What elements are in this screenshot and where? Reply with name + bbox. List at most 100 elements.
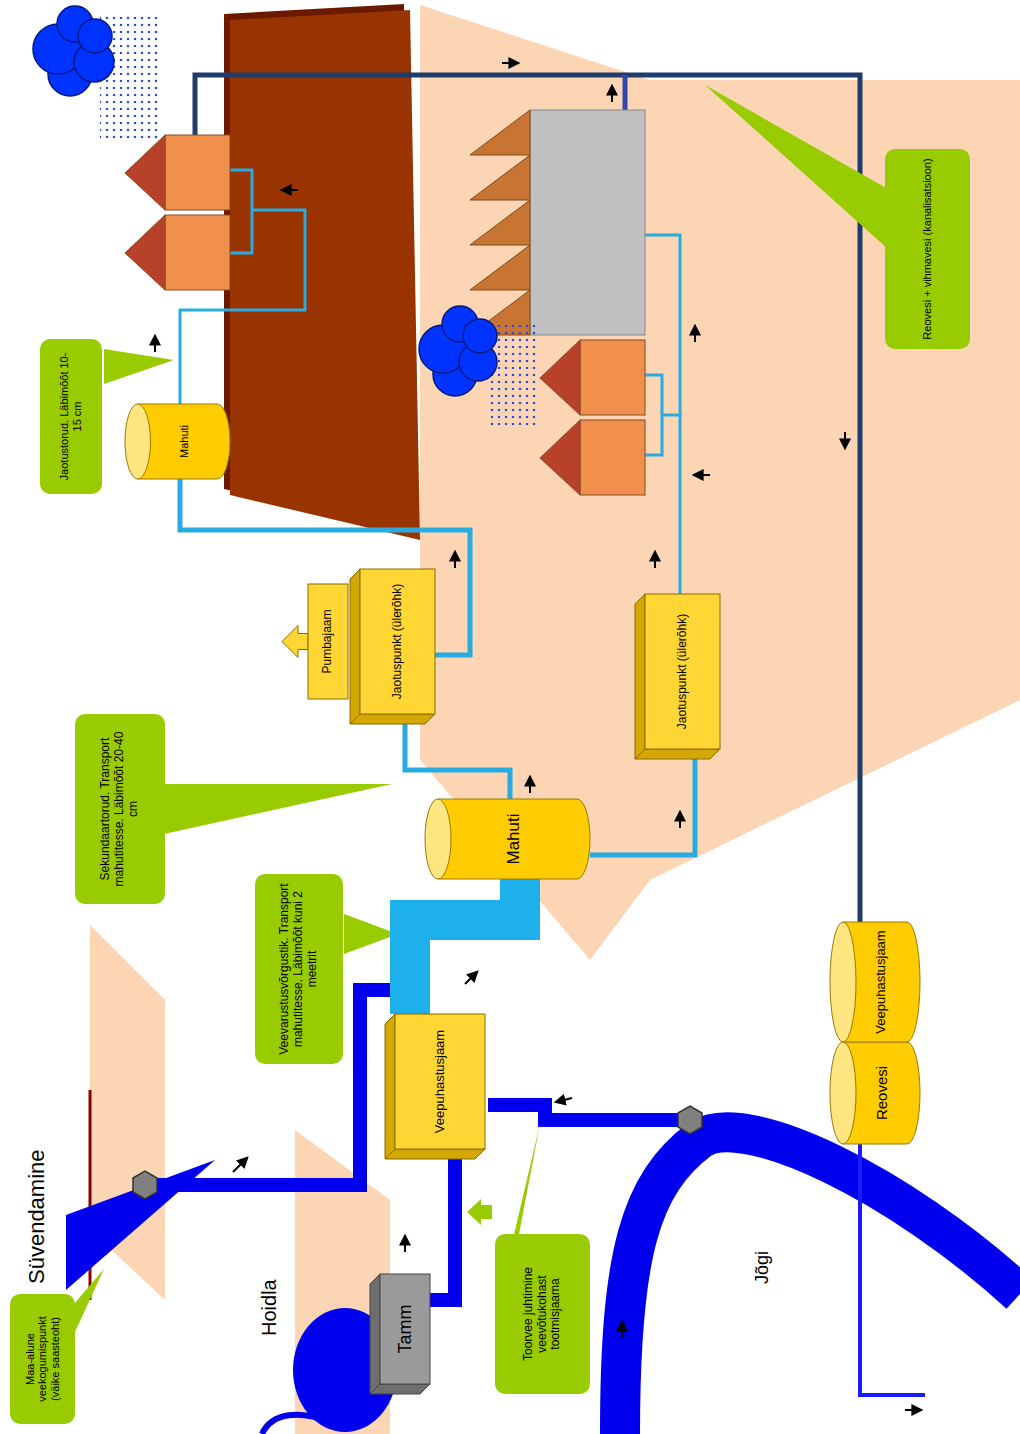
node-label: Jaotuspunkt (ülerõhk) xyxy=(676,614,690,729)
node-text: Veevarustusvõrgustik. Transport mahutite… xyxy=(278,882,319,1056)
place-label: Süvendamine xyxy=(24,1149,50,1284)
node-text: Mahuti xyxy=(178,425,191,458)
flow-arrows-part xyxy=(694,474,710,476)
node-text: Jaotustorud. Läbimõõt 10-15 cm xyxy=(58,347,83,486)
node-text: Sekundaartorud. Transport mahutitesse. L… xyxy=(99,722,140,896)
box-top-face xyxy=(370,1274,380,1394)
houses-part xyxy=(540,340,580,415)
water-pipe xyxy=(430,1149,455,1300)
node-label: Jaotuspunkt (ülerõhk) xyxy=(391,584,405,699)
box-side-face xyxy=(350,714,435,724)
tank-top xyxy=(830,922,856,1042)
box-top-face xyxy=(350,569,360,724)
node-text: Veepuhastusjaam xyxy=(433,1030,448,1133)
callout-box: Toorvee juhtimine veevõtukohast tootmisj… xyxy=(495,1234,590,1394)
box-front-face xyxy=(395,1014,485,1149)
station-box: Veepuhastusjaam xyxy=(395,1014,485,1149)
callout-box: Maa-alune veekogumispunkt (väike saasteo… xyxy=(10,1294,75,1424)
node-label: Mahuti xyxy=(504,813,524,864)
hill xyxy=(224,4,420,540)
valves-part xyxy=(133,1171,157,1199)
pump-arrow xyxy=(282,626,308,658)
flow-arrows-part xyxy=(844,432,846,448)
place-label: Jõgi xyxy=(752,1251,773,1284)
place-label: Hoidla xyxy=(258,1279,281,1336)
node-text: Mahuti xyxy=(504,813,524,864)
water-pipe xyxy=(405,714,510,799)
factory-part xyxy=(530,110,645,335)
distribution-pipes-part xyxy=(230,170,252,253)
callout-pointers-part xyxy=(164,784,392,834)
callout-pointers-part xyxy=(104,349,174,384)
well xyxy=(66,1090,215,1300)
box-top-face xyxy=(635,594,645,759)
node-text: Toorvee juhtimine veevõtukohast tootmisj… xyxy=(522,1242,563,1386)
node-text: Pumbajaam xyxy=(321,609,335,673)
factory-part xyxy=(470,110,530,155)
water-pipe xyxy=(410,879,520,1014)
node-text: Maa-alune veekogumispunkt (väike saasteo… xyxy=(24,1302,62,1416)
factory xyxy=(470,110,645,335)
station-box: Jaotuspunkt (ülerõhk) xyxy=(360,569,435,714)
node-label: Reovesi + vihmavesi (kanalisatsioon) xyxy=(921,158,934,339)
node-label: Tamm xyxy=(395,1305,416,1354)
houses-part xyxy=(580,420,645,495)
callout-pointers-part xyxy=(74,1269,104,1334)
flow-arrows-part xyxy=(905,1409,921,1411)
raw-water-pipes xyxy=(145,990,690,1185)
tank-cylinder: Mahuti xyxy=(425,799,590,879)
flow-arrows xyxy=(155,63,921,1410)
tank-cylinder: Veepuhastusjaam xyxy=(830,922,920,1042)
water-pipe xyxy=(590,749,695,855)
node-label: Maa-alune veekogumispunkt (väike saasteo… xyxy=(24,1302,62,1416)
pump-face xyxy=(308,584,348,699)
flow-arrows-part xyxy=(454,552,456,568)
houses-part xyxy=(165,215,230,290)
sewer-pipes-part xyxy=(860,1144,925,1395)
callout-pointers-part xyxy=(705,85,888,249)
flow-arrows-part xyxy=(154,336,156,352)
rain-clouds-part xyxy=(78,19,112,53)
node-text: Jaotuspunkt (ülerõhk) xyxy=(391,584,405,699)
callout-pointers xyxy=(74,85,888,1334)
tank-top xyxy=(425,799,451,879)
flow-arrows-part xyxy=(694,326,696,342)
pump-box: Pumbajaam xyxy=(308,584,348,699)
ground-planes-part xyxy=(650,80,1020,880)
box-side-face xyxy=(370,1384,430,1394)
factory-part xyxy=(470,245,530,290)
houses-part xyxy=(125,135,165,210)
node-label: Pumbajaam xyxy=(321,609,335,673)
flow-arrows-part xyxy=(529,777,531,793)
tank-body xyxy=(138,404,230,479)
node-text: Reovesi + vihmavesi (kanalisatsioon) xyxy=(921,158,934,339)
flow-arrows-part xyxy=(621,1322,623,1338)
node-label: Toorvee juhtimine veevõtukohast tootmisj… xyxy=(522,1242,563,1386)
node-label: Reovesi xyxy=(873,1066,890,1120)
node-label: Veepuhastusjaam xyxy=(874,930,889,1033)
node-label: Mahuti xyxy=(178,425,191,458)
distribution-pipes-part xyxy=(645,235,680,415)
station-box: Jaotuspunkt (ülerõhk) xyxy=(645,594,720,749)
node-text: Jaotuspunkt (ülerõhk) xyxy=(676,614,690,729)
callout-box: Veevarustusvõrgustik. Transport mahutite… xyxy=(255,874,343,1064)
flow-arrows-part xyxy=(502,62,518,64)
rain-clouds xyxy=(33,6,536,429)
box-front-face xyxy=(645,594,720,749)
factory-part xyxy=(470,200,530,245)
river xyxy=(620,1132,1020,1434)
node-text: Reovesi xyxy=(873,1066,890,1120)
callout-box: Jaotustorud. Läbimõõt 10-15 cm xyxy=(40,339,102,494)
flow-arrows-part xyxy=(404,1236,406,1252)
callout-pointers-part xyxy=(344,914,398,954)
flow-arrows-part xyxy=(465,972,477,984)
houses-part xyxy=(580,340,645,415)
box-side-face xyxy=(635,749,720,759)
ground-planes-part xyxy=(420,5,650,960)
river-part xyxy=(620,1132,1020,1434)
tank-cylinder: Reovesi xyxy=(830,1042,920,1144)
flow-arrows-part xyxy=(556,1098,572,1102)
distribution-pipes-part xyxy=(662,415,680,594)
node-label: Veevarustusvõrgustik. Transport mahutite… xyxy=(278,882,319,1056)
